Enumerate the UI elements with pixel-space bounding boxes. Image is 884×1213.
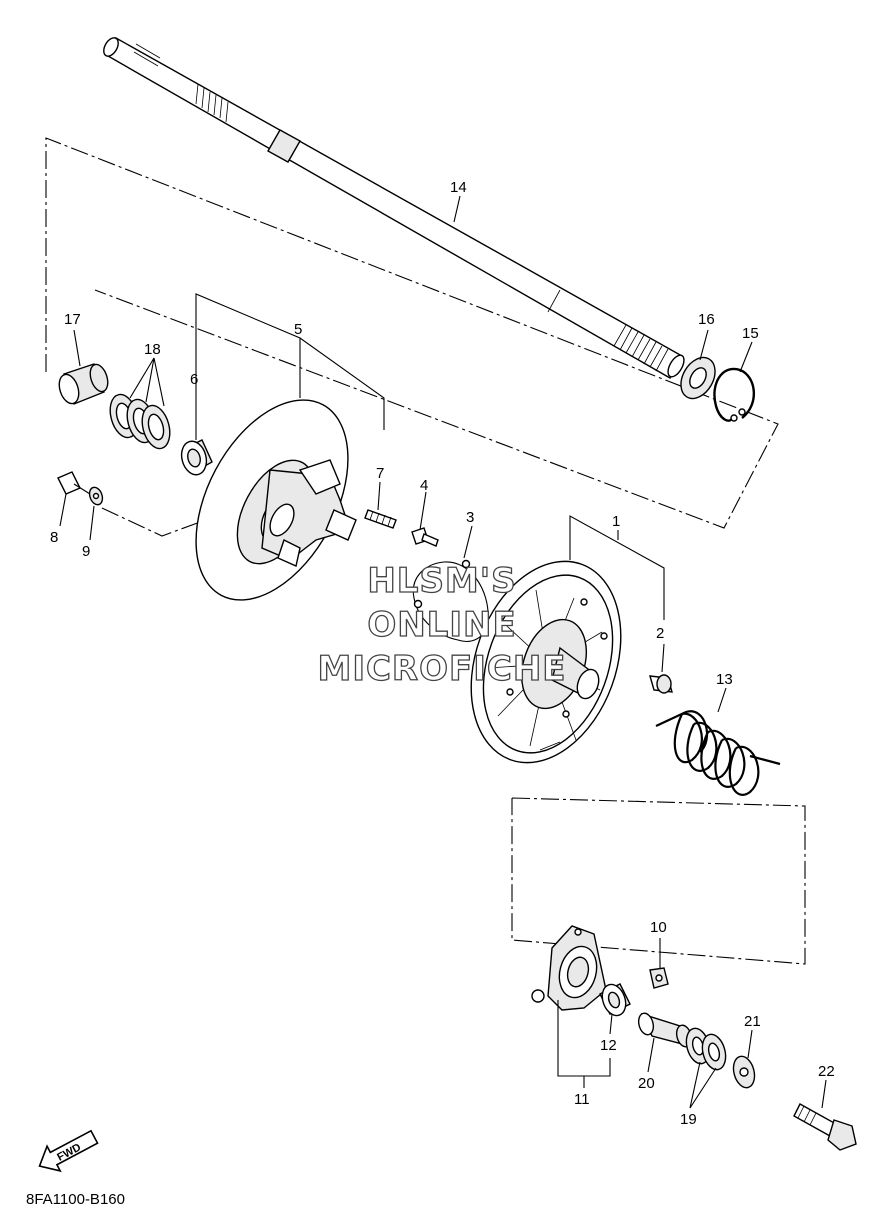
callout-21: 21: [744, 1013, 761, 1030]
callout-18: 18: [144, 341, 161, 358]
callout-9: 9: [82, 543, 90, 560]
diagram-code: 8FA1100-B160: [26, 1191, 125, 1208]
part-7-stud: [364, 509, 397, 529]
part-3-gasket: [412, 559, 489, 642]
part-15-circlip: [713, 367, 756, 422]
part-17-bushing: [58, 363, 109, 405]
callout-16: 16: [698, 311, 715, 328]
leader-lines: [59, 195, 827, 1109]
alignment-lines: [45, 137, 806, 965]
callout-17: 17: [64, 311, 81, 328]
part-12-bearing: [599, 983, 631, 1017]
callout-22: 22: [818, 1063, 835, 1080]
callout-1: 1: [612, 513, 620, 530]
part-8-bolt: [57, 471, 91, 495]
callout-12: 12: [600, 1037, 617, 1054]
part-4-bolt: [411, 527, 439, 547]
fwd-label: FWD: [55, 1141, 83, 1163]
part-10-nut: [649, 967, 669, 989]
part-18-rings: [109, 393, 171, 450]
watermark-line-2: ONLINE: [367, 605, 516, 645]
callout-6: 6: [190, 371, 198, 388]
part-21-washer: [732, 1055, 756, 1089]
callout-5: 5: [294, 321, 302, 338]
part-13-spring: [655, 710, 781, 796]
part-16-washer: [680, 356, 716, 400]
callout-14: 14: [450, 179, 467, 196]
callout-10: 10: [650, 919, 667, 936]
callout-13: 13: [716, 671, 733, 688]
part-11-cam: [531, 925, 607, 1011]
callout-11: 11: [574, 1091, 590, 1108]
part-1-movable-sheave: [470, 560, 622, 764]
part-6-bearing: [180, 439, 213, 476]
callout-labels: 1 2 3 4 5 6 7 8 9 10 11 12 13 14 15 16 1…: [50, 179, 835, 1128]
part-14-shaft: [103, 37, 685, 379]
watermark-line-1: HLSM'S: [367, 561, 516, 601]
fwd-arrow-icon: FWD: [38, 1129, 99, 1173]
callout-2: 2: [656, 625, 664, 642]
part-9-washer: [88, 486, 104, 506]
callout-15: 15: [742, 325, 759, 342]
callout-7: 7: [376, 465, 384, 482]
part-20-collar: [637, 1012, 693, 1048]
callout-19: 19: [680, 1111, 697, 1128]
callout-3: 3: [466, 509, 474, 526]
part-5-fixed-sheave: [195, 399, 357, 601]
watermark: HLSM'S ONLINE MICROFICHE: [317, 560, 566, 689]
part-2-slider: [649, 674, 673, 694]
callout-4: 4: [420, 477, 428, 494]
part-19-rings: [685, 1027, 727, 1071]
watermark-line-3: MICROFICHE: [317, 649, 566, 689]
callout-8: 8: [50, 529, 58, 546]
part-22-bolt: [793, 1103, 857, 1151]
callout-20: 20: [638, 1075, 655, 1092]
